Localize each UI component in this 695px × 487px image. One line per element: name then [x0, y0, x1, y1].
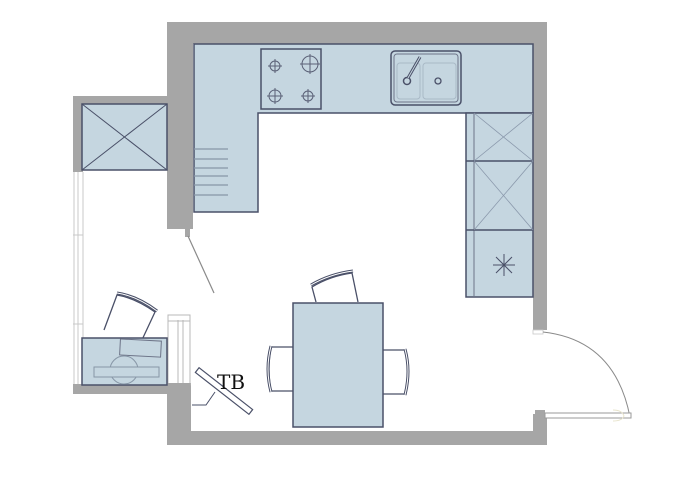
dining-table — [266, 269, 410, 428]
burner-icon — [268, 59, 282, 73]
sink — [390, 50, 462, 106]
tb-label: TB — [217, 370, 245, 394]
tall-cabinet-1-cross — [473, 112, 534, 162]
desk — [81, 291, 168, 386]
balcony-cabinet — [81, 103, 168, 171]
tall-cabinet-2-cross — [473, 160, 534, 231]
drawer-lines — [194, 148, 228, 196]
entry-door — [532, 329, 632, 422]
burner-icon — [301, 89, 315, 103]
balcony-walls — [73, 96, 183, 394]
right-cabinets — [465, 112, 534, 298]
cooktop — [260, 48, 322, 110]
asterisk-icon — [493, 254, 515, 276]
burner-icon — [300, 54, 320, 74]
main-walls — [167, 22, 547, 445]
chair-right — [383, 349, 409, 395]
desk-chair — [103, 294, 156, 343]
balcony-door — [185, 229, 215, 294]
door-jamb-left — [167, 314, 191, 431]
chair-left — [268, 346, 293, 392]
tv-bracket: TB — [192, 366, 254, 416]
door-swing-arc — [542, 331, 631, 418]
burner-icon — [267, 88, 283, 104]
chair-top — [311, 272, 359, 303]
